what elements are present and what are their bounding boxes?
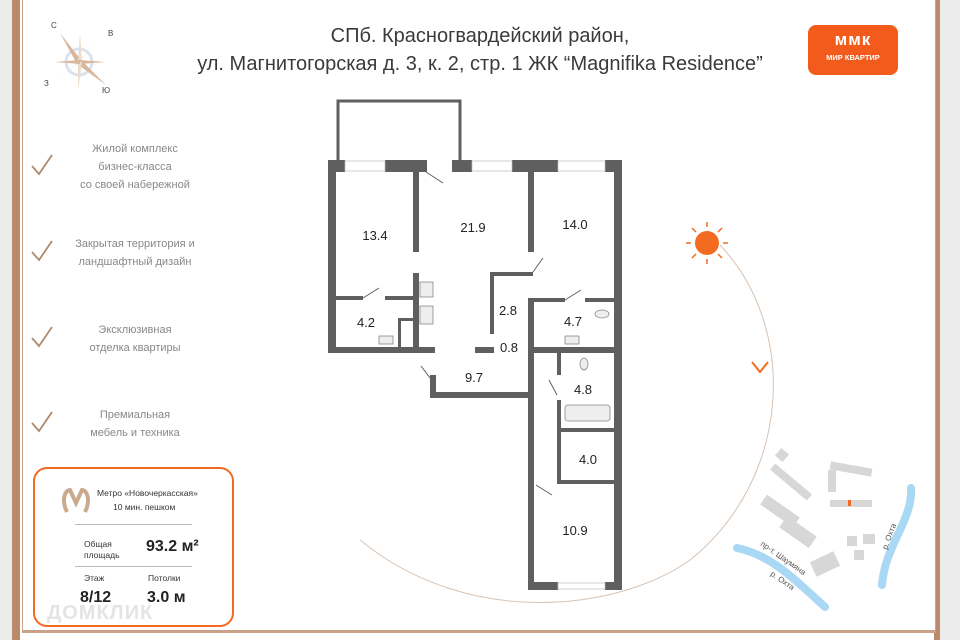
apartment-info-card: Метро «Новочеркасская» 10 мин. пешком Об… xyxy=(33,467,234,627)
bathtub-icon xyxy=(564,404,611,422)
divider xyxy=(75,566,192,567)
floor-label: Этаж xyxy=(84,573,105,583)
direction-arrow-icon xyxy=(751,361,769,374)
room-area: 4.0 xyxy=(579,452,597,467)
location-marker-icon xyxy=(848,500,851,506)
feature-item: Эксклюзивная отделка квартиры xyxy=(30,321,210,357)
stove-icon xyxy=(419,281,434,298)
toilet-icon xyxy=(579,357,589,371)
compass-west: З xyxy=(44,79,49,88)
ceiling-label: Потолки xyxy=(148,573,181,583)
floor-value: 8/12 xyxy=(80,589,112,606)
title-line-1: СПб. Красногвардейский район, xyxy=(330,25,630,47)
feature-text: бизнес-класса xyxy=(98,161,172,173)
watermark: ДОМКЛИК xyxy=(47,602,154,624)
feature-item: Премиальная мебель и техника xyxy=(30,406,210,442)
room-area: 14.0 xyxy=(562,217,587,232)
room-area: 21.9 xyxy=(460,220,485,235)
room-area: 10.9 xyxy=(562,523,587,538)
sink-icon xyxy=(419,305,434,325)
toilet-icon xyxy=(594,309,610,319)
room-area: 4.2 xyxy=(357,315,375,330)
feature-text: Закрытая территория и xyxy=(75,238,195,250)
compass-east: В xyxy=(108,29,114,38)
title-line-2: ул. Магнитогорская д. 3, к. 2, стр. 1 ЖК… xyxy=(197,53,763,75)
metro-logo-icon xyxy=(61,487,91,513)
metro-station: Метро «Новочеркасская» xyxy=(97,488,198,498)
ceiling-value: 3.0 м xyxy=(147,589,186,606)
washbasin-icon xyxy=(378,335,394,345)
checkmark-icon xyxy=(31,411,53,433)
room-area: 0.8 xyxy=(500,340,518,355)
logo-text: МИР КВАРТИР xyxy=(826,53,880,62)
feature-text: со своей набережной xyxy=(80,179,190,191)
compass-south: Ю xyxy=(102,86,111,95)
sun-icon xyxy=(686,222,728,264)
room-area: 4.8 xyxy=(574,382,592,397)
compass-rose-icon xyxy=(55,33,106,90)
area-value: 93.2 м² xyxy=(146,538,199,555)
brand-logo: ммк МИР КВАРТИР xyxy=(808,25,898,75)
logo-mark: ммк xyxy=(834,30,872,49)
feature-text: мебель и техника xyxy=(90,427,180,439)
compass-north: С xyxy=(51,21,57,30)
room-area: 2.8 xyxy=(499,303,517,318)
feature-text: Премиальная xyxy=(99,409,171,421)
metro-distance: 10 мин. пешком xyxy=(113,502,176,512)
feature-text: Жилой комплекс xyxy=(92,143,178,155)
feature-item: Закрытая территория и ландшафтный дизайн xyxy=(30,235,210,271)
feature-text: Эксклюзивная xyxy=(98,324,172,336)
checkmark-icon xyxy=(31,326,53,348)
room-area: 4.7 xyxy=(564,314,582,329)
feature-item: Жилой комплекс бизнес-класса со своей набе… xyxy=(30,140,210,194)
checkmark-icon xyxy=(31,154,53,176)
divider xyxy=(75,524,192,525)
feature-text: отделка квартиры xyxy=(89,342,181,354)
room-area: 9.7 xyxy=(465,370,483,385)
washbasin-icon xyxy=(564,335,580,345)
room-area: 13.4 xyxy=(362,228,387,243)
feature-text: ландшафтный дизайн xyxy=(78,256,192,268)
page-title: СПб. Красногвардейский район, ул. Магнит… xyxy=(170,22,790,78)
checkmark-icon xyxy=(31,240,53,262)
